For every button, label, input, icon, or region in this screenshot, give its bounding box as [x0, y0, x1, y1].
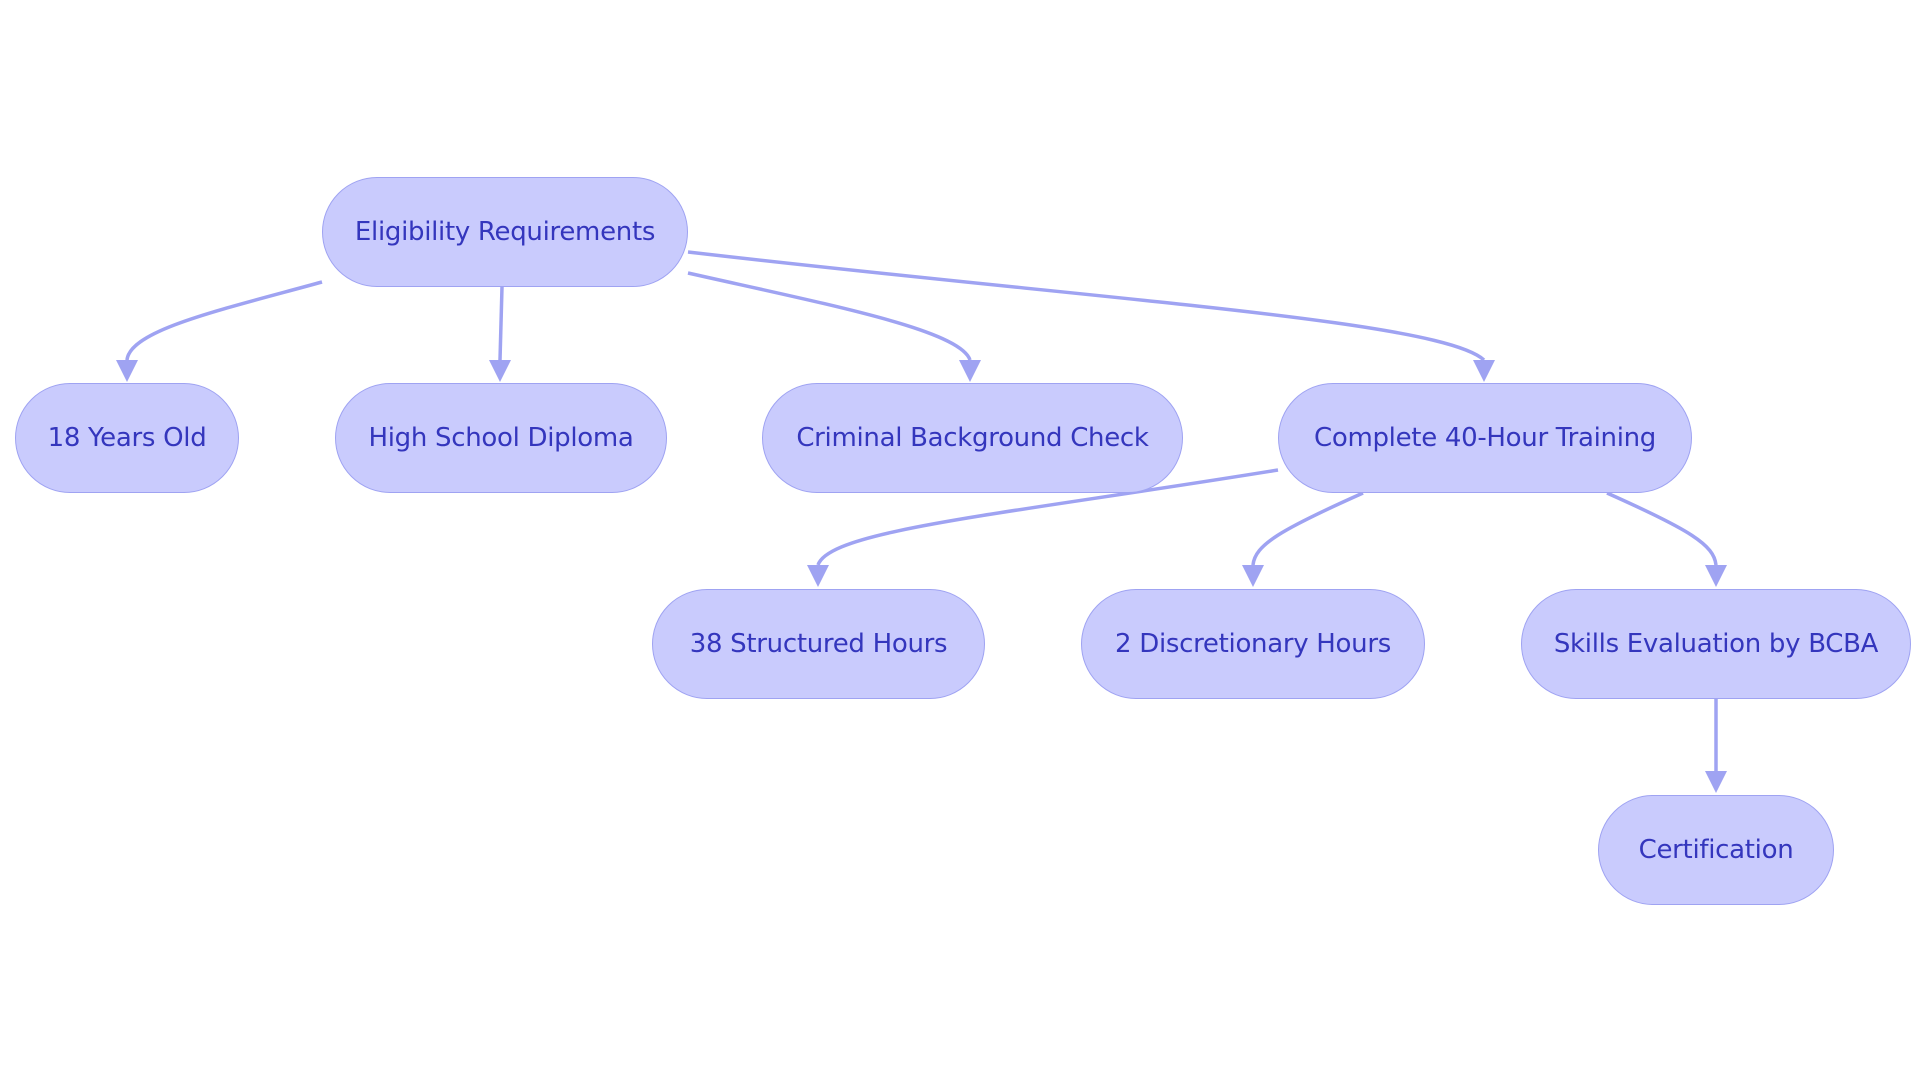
arrowhead-structured: [807, 565, 829, 587]
arrowhead-training: [1473, 360, 1495, 382]
node-label: Skills Evaluation by BCBA: [1553, 629, 1879, 659]
edge-training-to-evaluation: [1606, 491, 1718, 566]
node-label: Criminal Background Check: [796, 423, 1149, 453]
node-18-years-old: 18 Years Old: [15, 383, 239, 493]
node-criminal-background-check: Criminal Background Check: [762, 383, 1183, 493]
edge-eligibility-to-background: [687, 271, 972, 361]
node-label: 38 Structured Hours: [689, 629, 948, 659]
edge-eligibility-to-training: [687, 250, 1486, 362]
node-label: Complete 40-Hour Training: [1313, 423, 1656, 453]
edge-training-to-discretionary: [1251, 491, 1364, 566]
node-label: Eligibility Requirements: [354, 217, 656, 247]
node-label: 18 Years Old: [47, 423, 207, 453]
node-38-structured-hours: 38 Structured Hours: [652, 589, 985, 699]
edge-eligibility-to-diploma: [498, 286, 504, 361]
node-2-discretionary-hours: 2 Discretionary Hours: [1081, 589, 1425, 699]
node-complete-40-hour-training: Complete 40-Hour Training: [1278, 383, 1692, 493]
node-skills-evaluation-by-bcba: Skills Evaluation by BCBA: [1521, 589, 1911, 699]
node-label: 2 Discretionary Hours: [1115, 629, 1391, 659]
arrowhead-diploma: [489, 360, 511, 382]
node-label: Certification: [1638, 835, 1794, 865]
node-high-school-diploma: High School Diploma: [335, 383, 667, 493]
node-label: High School Diploma: [368, 423, 634, 453]
arrowhead-background: [959, 360, 981, 382]
arrowhead-certification: [1705, 771, 1727, 793]
arrowhead-evaluation: [1705, 565, 1727, 587]
edge-eligibility-to-age: [125, 280, 323, 361]
arrowhead-age: [116, 360, 138, 382]
node-eligibility-requirements: Eligibility Requirements: [322, 177, 688, 287]
node-certification: Certification: [1598, 795, 1834, 905]
arrowhead-discretionary: [1242, 565, 1264, 587]
edge-training-to-structured: [816, 468, 1279, 566]
